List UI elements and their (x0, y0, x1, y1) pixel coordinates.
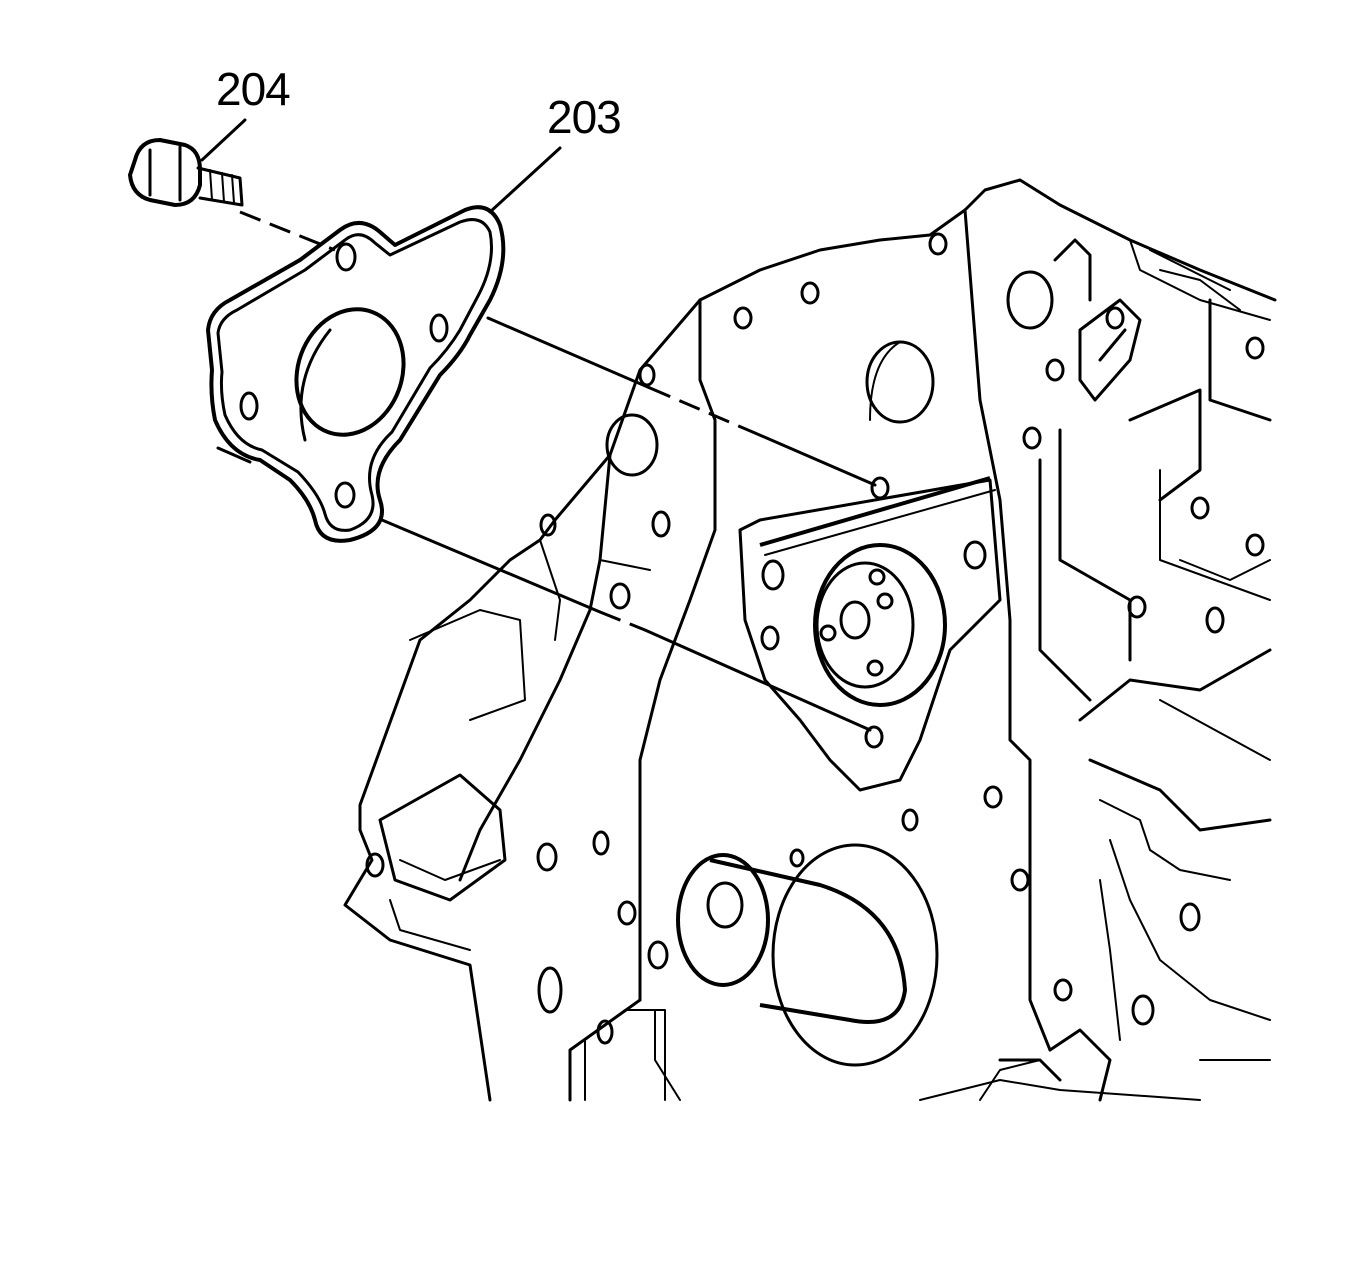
callout-label-204: 204 (216, 63, 291, 115)
bolt-204 (128, 138, 244, 207)
callout-label-203: 203 (547, 91, 622, 143)
alignment-lines (200, 118, 877, 732)
gasket-203 (206, 205, 506, 543)
engine-block (343, 178, 1277, 1102)
